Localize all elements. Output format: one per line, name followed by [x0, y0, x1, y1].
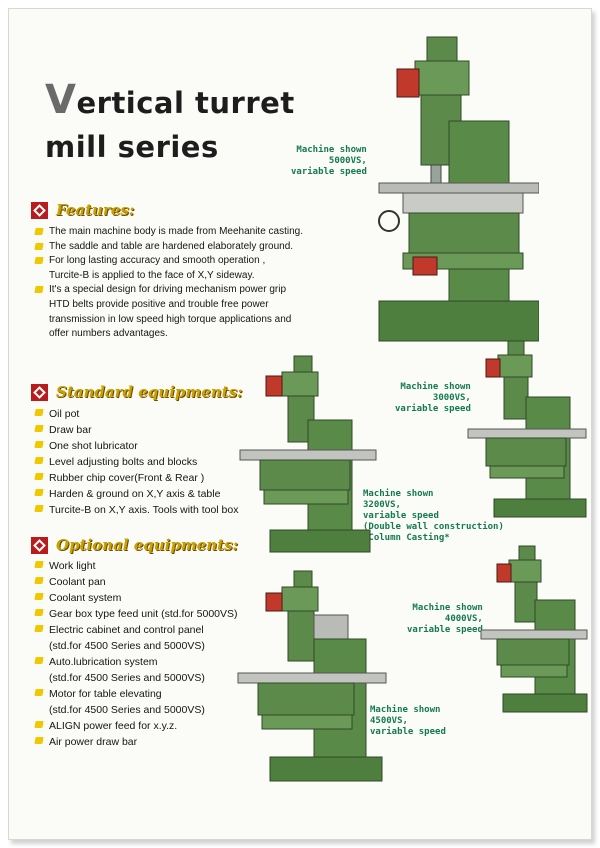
optional-item-text: Motor for table elevating: [49, 688, 162, 700]
optional-item: Electric cabinet and control panel (std.f…: [34, 622, 238, 654]
optional-item-text: ALIGN power feed for x.y.z.: [49, 720, 178, 732]
standard-item: One shot lubricator: [34, 438, 238, 454]
standard-item: Turcite-B on X,Y axis. Tools with tool b…: [34, 502, 239, 518]
features-title: Features:: [56, 201, 135, 219]
bullet-icon: [34, 561, 44, 568]
standard-item-text: Oil pot: [49, 408, 80, 420]
optional-item: Coolant pan: [34, 574, 238, 590]
optional-heading: Optional equipments:: [31, 536, 238, 554]
bullet-icon: [34, 505, 44, 512]
optional-item: Gear box type feed unit (std.for 5000VS): [34, 606, 238, 622]
features-item: For long lasting accuracy and smooth ope…: [34, 254, 303, 283]
features-item-text: Turcite-B is applied to the face of X,Y …: [49, 269, 255, 281]
features-list: The main machine body is made from Meeha…: [34, 225, 304, 342]
standard-item: Draw bar: [34, 422, 238, 438]
optional-item-text: Work light: [49, 560, 96, 572]
optional-item-text: (std.for 4500 Series and 5000VS): [49, 640, 205, 652]
page-title: Vertical turret mill series: [45, 75, 295, 165]
title-line-1: ertical turret: [76, 86, 295, 120]
machine-4500vs-image: [237, 570, 387, 782]
standard-item-text: Level adjusting bolts and blocks: [49, 456, 198, 468]
optional-item-text: Air power draw bar: [49, 736, 138, 748]
bullet-icon: [34, 609, 44, 616]
machine-5000vs-image: [378, 36, 539, 342]
bullet-icon: [34, 625, 44, 632]
bullet-icon: [34, 657, 44, 664]
features-heading: Features:: [31, 201, 134, 219]
standard-item-text: Harden & ground on X,Y axis & table: [49, 488, 221, 500]
optional-item-text: Coolant system: [49, 592, 122, 604]
title-initial: V: [45, 77, 77, 123]
optional-item: ALIGN power feed for x.y.z.: [34, 718, 238, 734]
bullet-icon: [34, 721, 44, 728]
diamond-icon: [31, 536, 48, 554]
optional-item-text: (std.for 4500 Series and 5000VS): [49, 672, 205, 684]
diamond-icon: [31, 201, 48, 219]
standard-item-text: Draw bar: [49, 424, 92, 436]
features-item-text: It's a special design for driving mechan…: [49, 284, 287, 296]
standard-item-text: Turcite-B on X,Y axis. Tools with tool b…: [49, 504, 239, 516]
bullet-icon: [34, 286, 44, 294]
bullet-icon: [34, 457, 44, 464]
optional-item: Auto.lubrication system (std.for 4500 Ser…: [34, 654, 238, 686]
optional-item: Work light: [34, 558, 238, 574]
features-item: It's a special design for driving mechan…: [34, 283, 303, 341]
bullet-icon: [34, 577, 44, 584]
optional-item-text: Electric cabinet and control panel: [49, 624, 204, 636]
optional-item-text: Coolant pan: [49, 576, 106, 588]
standard-title: Standard equipments:: [56, 383, 243, 401]
bullet-icon: [34, 409, 44, 416]
standard-item-text: One shot lubricator: [49, 440, 138, 452]
bullet-icon: [34, 737, 44, 744]
standard-item-text: Rubber chip cover(Front & Rear ): [49, 472, 205, 484]
bullet-icon: [34, 242, 44, 250]
bullet-icon: [34, 473, 44, 480]
caption-4000vs: Machine shown 4000VS, variable speed: [407, 603, 483, 635]
bullet-icon: [34, 689, 44, 696]
standard-item: Oil pot: [34, 406, 238, 422]
features-item: The saddle and table are hardened elabor…: [34, 240, 303, 255]
features-item-text: transmission in low speed high torque ap…: [49, 313, 292, 325]
features-item: The main machine body is made from Meeha…: [34, 225, 304, 240]
optional-item: Coolant system: [34, 590, 238, 606]
optional-item-text: (std.for 4500 Series and 5000VS): [49, 704, 205, 716]
optional-item-text: Auto.lubrication system: [49, 656, 158, 668]
optional-item: Air power draw bar: [34, 734, 238, 750]
optional-item-text: Gear box type feed unit (std.for 5000VS): [49, 608, 238, 620]
optional-title: Optional equipments:: [56, 536, 239, 554]
machine-4000vs-image: [480, 545, 588, 713]
bullet-icon: [34, 593, 44, 600]
bullet-icon: [34, 489, 44, 496]
features-item-text: HTD belts provide positive and trouble f…: [49, 298, 269, 310]
bullet-icon: [34, 441, 44, 448]
features-item-text: offer numbers advantages.: [49, 328, 168, 340]
features-item-text: The main machine body is made from Meeha…: [49, 226, 304, 237]
bullet-icon: [34, 257, 44, 265]
machine-3200vs-image: [239, 355, 377, 553]
brochure-page: Vertical turret mill series Features: Th…: [8, 8, 592, 840]
optional-item: Motor for table elevating (std.for 4500 S…: [34, 686, 238, 718]
standard-item: Level adjusting bolts and blocks: [34, 454, 238, 470]
bullet-icon: [34, 228, 44, 235]
bullet-icon: [34, 425, 44, 432]
machine-3000vs-image: [467, 340, 587, 518]
features-item-text: The saddle and table are hardened elabor…: [49, 240, 294, 252]
diamond-icon: [31, 383, 48, 401]
standard-heading: Standard equipments:: [31, 383, 243, 401]
caption-4500vs: Machine shown 4500VS, variable speed: [370, 705, 446, 737]
features-item-text: For long lasting accuracy and smooth ope…: [49, 255, 266, 267]
caption-3200vs: Machine shown 3200VS, variable speed (Do…: [363, 489, 504, 543]
title-line-2: mill series: [45, 130, 219, 164]
standard-item: Harden & ground on X,Y axis & table: [34, 486, 238, 502]
standard-item: Rubber chip cover(Front & Rear ): [34, 470, 238, 486]
caption-3000vs: Machine shown 3000VS, variable speed: [395, 382, 471, 414]
caption-5000vs: Machine shown 5000VS, variable speed: [291, 145, 367, 177]
